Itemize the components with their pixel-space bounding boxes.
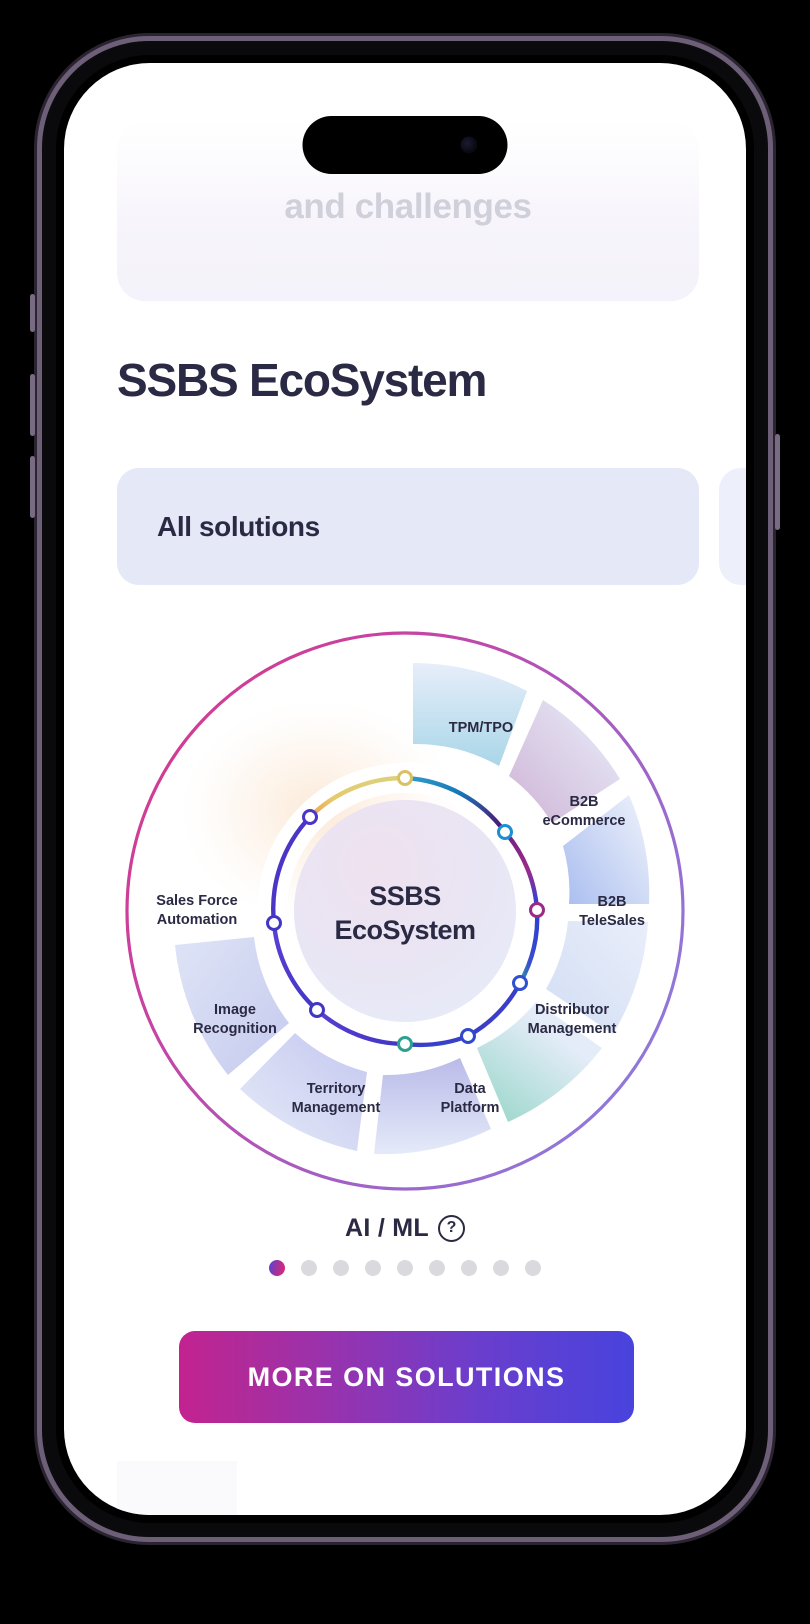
wheel-segment-tpm-tpo[interactable] [413,663,527,766]
pagination-dot[interactable] [493,1260,509,1276]
segment-label-image-recognition-line2: Recognition [193,1021,277,1037]
ring-arc-8 [271,922,319,1012]
segment-label-sales-force-line1: Sales Force [156,893,237,909]
ring-node-5[interactable] [460,1028,476,1044]
segment-label-b2b-telesales-line1: B2B [597,894,626,910]
phone-frame: and challenges SSBS EcoSystem All soluti… [30,44,780,1534]
wheel-segment-b2b-telesales[interactable] [563,795,650,904]
pagination-dot[interactable] [333,1260,349,1276]
dynamic-island [302,116,508,174]
wheel-core-line1: SSBS [369,881,441,911]
volume-down-button[interactable] [30,456,35,518]
wheel-segment-image-recognition[interactable] [240,1033,367,1151]
segment-label-tpm-tpo-line1: TPM/TPO [449,720,513,736]
wheel-segment-territory-management[interactable] [374,1058,491,1155]
previous-section-heading: and challenges [284,187,532,226]
ai-ml-footer: AI / ML ? [64,1205,746,1251]
segment-label-b2b-telesales-line2: TeleSales [579,913,645,929]
ring-node-7[interactable] [309,1002,325,1018]
pagination-dot[interactable] [397,1260,413,1276]
tabs-row: All solutions [117,468,746,585]
pagination-dot[interactable] [301,1260,317,1276]
bottom-placeholder [117,1461,237,1515]
tab-all-solutions[interactable]: All solutions [117,468,699,585]
ring-arc-7 [315,1008,406,1047]
wheel-segment-data-platform[interactable] [477,1002,602,1122]
ring-arc-1 [308,775,406,819]
ring-node-8[interactable] [266,915,282,931]
volume-up-button[interactable] [30,374,35,436]
question-mark-circle-icon[interactable]: ? [438,1214,466,1242]
ring-node-1[interactable] [397,770,413,786]
ring-node-4[interactable] [512,975,528,991]
segment-label-distributor-line1: Distributor [535,1002,609,1018]
segment-label-territory-line1: Territory [307,1081,366,1097]
segment-label-data-platform-line1: Data [454,1081,486,1097]
ring-node-2[interactable] [497,824,513,840]
segment-label-image-recognition-line1: Image [214,1002,256,1018]
pagination-dots [64,1253,746,1283]
wheel-segment-b2b-ecommerce[interactable] [509,700,620,823]
ring-arc-9 [271,815,312,924]
pagination-dot[interactable] [269,1260,285,1276]
wheel-core[interactable] [294,800,516,1022]
tab-all-solutions-label: All solutions [157,510,320,542]
silent-switch-button[interactable] [30,294,35,332]
pagination-dot[interactable] [365,1260,381,1276]
front-camera-icon [460,136,478,154]
tab-next-peek[interactable] [719,468,746,585]
ecosystem-wheel-svg: SSBS EcoSystem TPM/TPO B2B eCommerce B2B… [125,631,685,1191]
power-button[interactable] [775,434,780,530]
pagination-dot[interactable] [461,1260,477,1276]
outer-ring [125,631,685,1191]
wheel-core-line2: EcoSystem [334,915,475,945]
ecosystem-wheel: SSBS EcoSystem TPM/TPO B2B eCommerce B2B… [64,593,746,1242]
pagination-dot[interactable] [525,1260,541,1276]
pagination-dot[interactable] [429,1260,445,1276]
segment-label-b2b-ecommerce-line1: B2B [569,794,598,810]
ring-arc-2 [404,775,507,834]
wheel-segment-sales-force-automation[interactable] [175,937,289,1075]
ai-ml-label: AI / ML [344,1213,430,1242]
segment-label-territory-line2: Management [292,1100,381,1116]
segment-label-data-platform-line2: Platform [441,1100,500,1116]
phone-screen: and challenges SSBS EcoSystem All soluti… [64,63,746,1515]
segment-label-distributor-line2: Management [528,1021,617,1037]
ring-node-9[interactable] [302,809,318,825]
ring-node-3[interactable] [529,902,545,918]
ring-node-6[interactable] [397,1036,413,1052]
segment-label-b2b-ecommerce-line2: eCommerce [542,813,625,829]
segment-label-sales-force-line2: Automation [157,912,238,928]
more-on-solutions-button[interactable]: MORE ON SOLUTIONS [179,1331,634,1423]
page-title: SSBS EcoSystem [117,354,487,406]
wheel-segment-distributor-management[interactable] [546,921,648,1034]
